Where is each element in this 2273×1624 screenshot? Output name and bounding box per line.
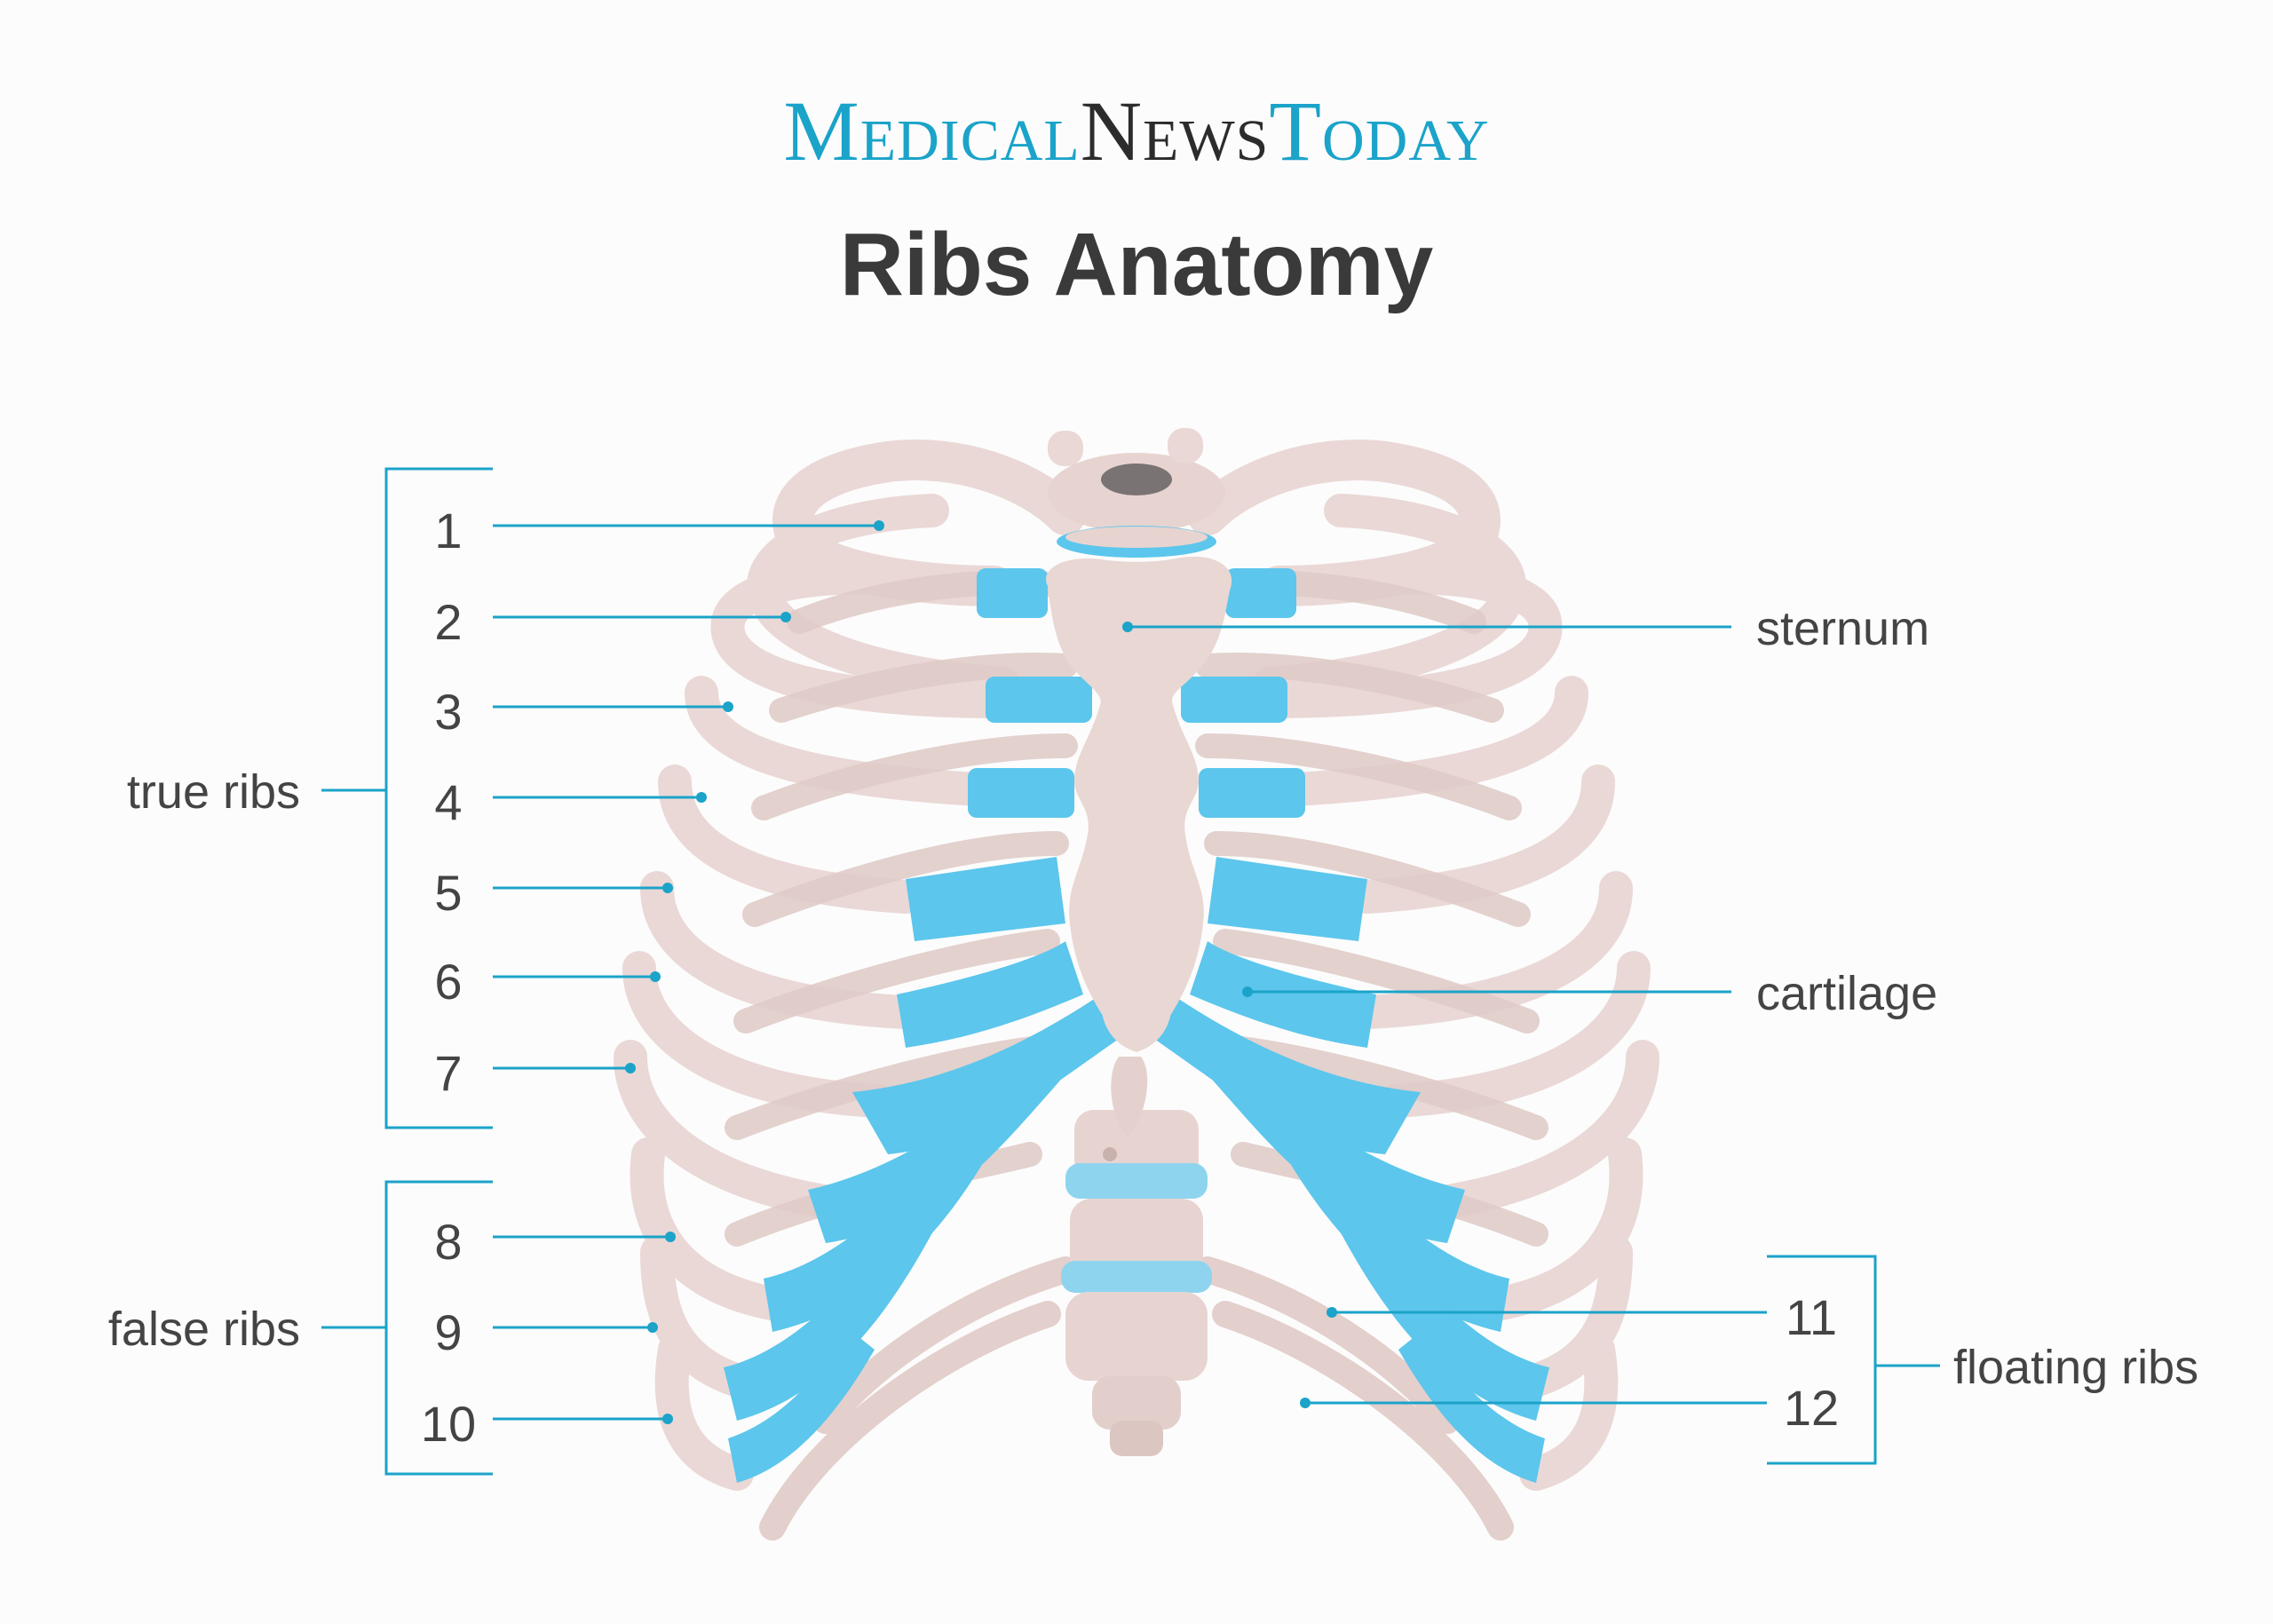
rib-label-3: 3 xyxy=(434,684,462,740)
rib-label-2: 2 xyxy=(434,594,462,650)
rib-label-5: 5 xyxy=(434,865,462,921)
rib-label-4: 4 xyxy=(434,774,462,830)
rib-cage-illustration xyxy=(614,428,1659,1541)
floating-ribs-label: floating ribs xyxy=(1953,1341,2198,1394)
rib-label-6: 6 xyxy=(434,954,462,1010)
spine xyxy=(1061,1110,1212,1456)
rib-number-labels: 1 2 3 4 5 6 7 8 9 10 11 12 xyxy=(421,503,1839,1452)
rib-label-10: 10 xyxy=(421,1396,476,1452)
rib-label-11: 11 xyxy=(1786,1289,1837,1345)
true-ribs-label: true ribs xyxy=(127,765,300,819)
lower-back-ribs xyxy=(759,1256,1514,1541)
group-labels: true ribs false ribs floating ribs stern… xyxy=(108,602,2198,1394)
rib-label-12: 12 xyxy=(1784,1380,1839,1436)
rib-label-1: 1 xyxy=(434,503,462,558)
false-ribs-label: false ribs xyxy=(108,1303,300,1356)
page-title: Ribs Anatomy xyxy=(839,215,1434,314)
leader-lines xyxy=(321,467,1940,1476)
rib-label-8: 8 xyxy=(434,1214,462,1270)
rib-label-7: 7 xyxy=(434,1045,462,1101)
rib-label-9: 9 xyxy=(434,1304,462,1360)
top-vertebra xyxy=(1048,428,1225,558)
costal-cartilage xyxy=(724,568,1119,1483)
cartilage-label: cartilage xyxy=(1756,967,1937,1020)
sternum-label: sternum xyxy=(1756,602,1929,655)
sternum-bone xyxy=(1046,556,1232,1137)
brand-logo: MEDICALNEWSTODAY xyxy=(783,83,1490,178)
leader-dots xyxy=(625,520,1337,1424)
